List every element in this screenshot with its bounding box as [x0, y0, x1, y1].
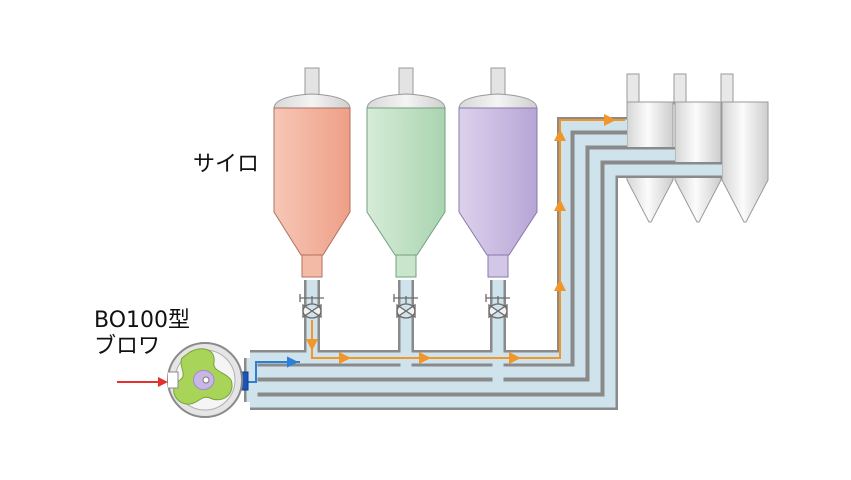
silo-2	[366, 67, 446, 278]
blower-label: BO100型 ブロワ	[94, 308, 190, 360]
blower-icon	[167, 342, 249, 418]
valve-icon	[485, 294, 510, 319]
silo-3	[458, 67, 538, 278]
silo-label: サイロ	[193, 152, 260, 177]
silo-1	[273, 67, 351, 278]
blower-name: ブロワ	[94, 334, 161, 359]
valve-icon	[393, 294, 418, 319]
valve-icon	[299, 294, 324, 319]
blower-model: BO100型	[94, 308, 191, 333]
inlet-arrow-icon	[117, 377, 168, 387]
material-flow	[306, 114, 625, 364]
